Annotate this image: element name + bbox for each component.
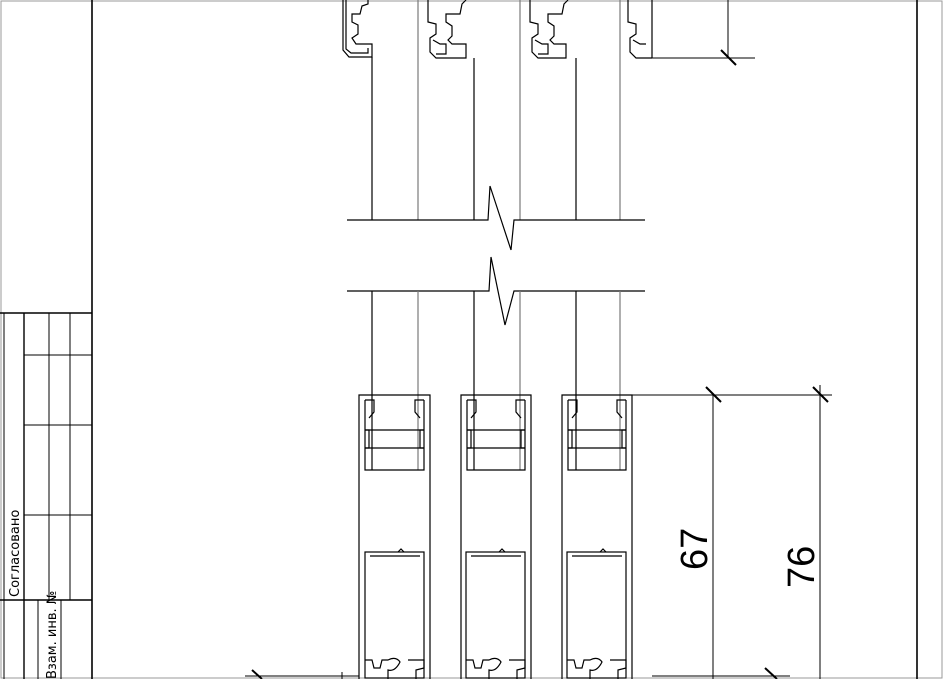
top-profile-heads [342, 0, 653, 59]
approved-label: Согласовано [8, 510, 23, 597]
bottom-profile-2 [460, 394, 532, 679]
left-bottom-dimension [245, 669, 359, 679]
bottom-profile-3 [561, 394, 633, 679]
dimension-76: 76 [781, 546, 823, 588]
title-block: Согласовано Взам. инв. № [0, 312, 92, 679]
bottom-profile-1 [358, 394, 431, 679]
right-dimensions: 67 76 [632, 385, 832, 679]
rails-upper [371, 0, 621, 220]
top-dimension-line [652, 0, 755, 66]
rails-lower [371, 291, 621, 470]
dimension-67: 67 [674, 528, 716, 570]
inventory-label: Взам. инв. № [45, 591, 60, 679]
break-lines [347, 185, 645, 326]
